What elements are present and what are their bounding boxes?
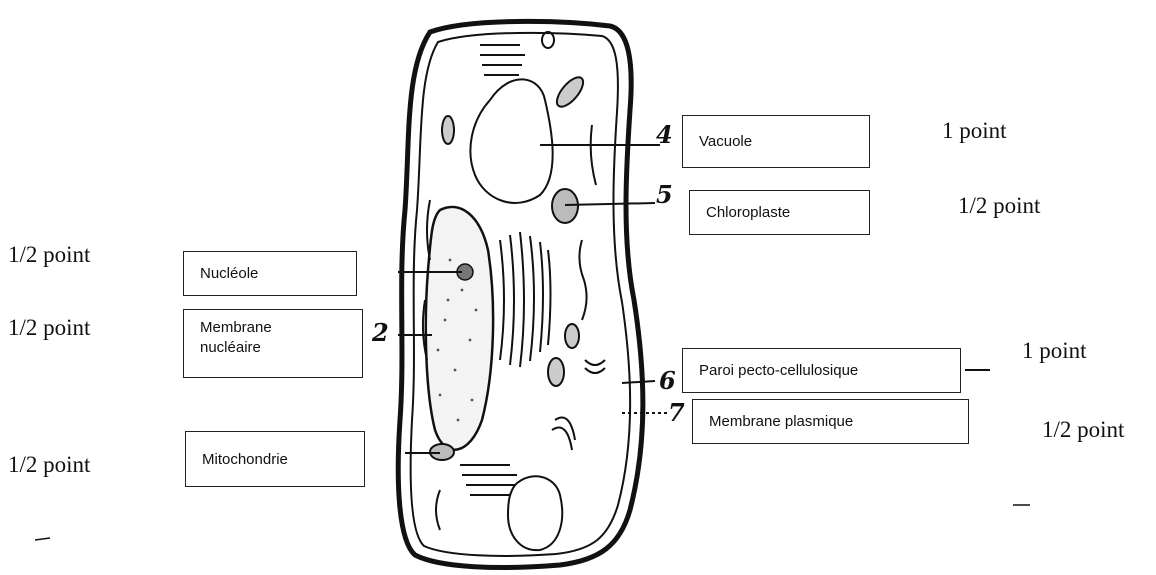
points-chloroplaste: 1/2 point	[958, 193, 1040, 219]
label-membrane-nucleaire-line1: Membrane	[200, 318, 272, 338]
points-membrane-nucleaire: 1/2 point	[8, 315, 90, 341]
label-paroi: Paroi pecto-cellulosique	[682, 348, 961, 393]
number-chloroplaste: 5	[656, 180, 673, 209]
number-membrane-nucleaire: 2	[372, 318, 389, 347]
number-paroi: 6	[659, 366, 676, 395]
points-paroi: 1 point	[1022, 338, 1087, 364]
points-vacuole: 1 point	[942, 118, 1007, 144]
points-nucleole: 1/2 point	[8, 242, 90, 268]
label-membrane-nucleaire-line2: nucléaire	[200, 338, 272, 358]
label-nucleole: Nucléole	[183, 251, 357, 296]
label-membrane-nucleaire: Membrane nucléaire	[183, 309, 363, 378]
number-vacuole: 4	[656, 120, 673, 149]
label-membrane-plasmique: Membrane plasmique	[692, 399, 969, 444]
lower-vacuole-shape	[508, 476, 562, 550]
chloroplast-shape	[552, 189, 578, 223]
label-vacuole: Vacuole	[682, 115, 870, 168]
nucleus-shape	[426, 207, 493, 450]
label-mitochondrie: Mitochondrie	[185, 431, 365, 487]
points-mitochondrie: 1/2 point	[8, 452, 90, 478]
number-membrane-plasmique: 7	[668, 398, 685, 427]
vacuole-shape	[470, 79, 552, 203]
points-membrane-plasmique: 1/2 point	[1042, 417, 1124, 443]
label-chloroplaste: Chloroplaste	[689, 190, 870, 235]
